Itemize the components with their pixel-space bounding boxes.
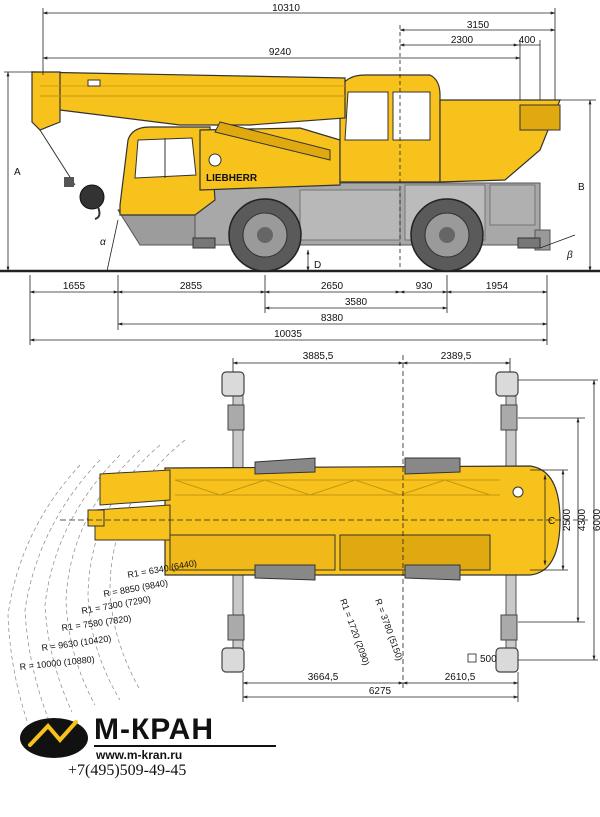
dim-1655: 1655 (63, 281, 86, 292)
dim-2389-5: 2389,5 (441, 351, 472, 362)
dim-3580: 3580 (345, 297, 368, 308)
logo-ellipse (20, 718, 88, 758)
dim-10035: 10035 (274, 329, 302, 340)
dim-4300: 4300 (577, 508, 588, 531)
dim-2650: 2650 (321, 281, 344, 292)
dim-3150: 3150 (467, 20, 490, 31)
hook-block (39, 129, 105, 220)
pad-square (467, 653, 477, 663)
side-bottom-dimensions (29, 275, 548, 345)
brand-rule (94, 745, 276, 747)
top-view-centerlines (60, 355, 590, 690)
angle-beta: β (566, 250, 573, 261)
side-view: LIEBHERR (0, 3, 600, 345)
wheel-front (228, 198, 302, 272)
mkran-logo: МК (20, 718, 88, 758)
dim-letter-d: D (314, 260, 321, 271)
angle-alpha: α (100, 237, 106, 248)
radius-label: R1 = 7580 (7820) (61, 613, 132, 633)
radius-label: R = 9630 (10420) (41, 633, 112, 653)
dim-letter-b: B (578, 182, 585, 193)
boom (31, 71, 346, 161)
radius-label: R1 = 7300 (7290) (81, 594, 152, 616)
website-link[interactable]: www.m-kran.ru (96, 748, 183, 762)
outrigger-rear (517, 237, 541, 249)
top-view-top-dimensions (232, 358, 511, 372)
dim-2500: 2500 (562, 508, 573, 531)
dim-930: 930 (416, 281, 433, 292)
top-view: 3885,5 2389,5 C 2500 4300 6000 500 (7, 351, 600, 725)
outrigger-front (192, 237, 216, 249)
dim-9240: 9240 (269, 47, 292, 58)
dim-1954: 1954 (486, 281, 509, 292)
radius-label-inner: R = 3780 (5150) (373, 597, 405, 662)
driver-cab (119, 126, 216, 216)
phone-number[interactable]: +7(495)509-49-45 (68, 762, 187, 779)
wheel-rear (410, 198, 484, 272)
top-view-bottom-dimensions (242, 672, 519, 702)
operator-cab (339, 74, 561, 183)
dim-6000: 6000 (592, 508, 600, 531)
dim-letter-a: A (14, 167, 21, 178)
brand-name: М-КРАН (94, 713, 214, 746)
dim-2610-5: 2610,5 (445, 672, 476, 683)
top-view-right-dimensions (518, 379, 598, 661)
logo-letters: МК (42, 739, 59, 751)
side-vertical-dimensions (4, 71, 596, 272)
dim-3664-5: 3664,5 (308, 672, 339, 683)
pad-label: 500 (480, 654, 497, 665)
dim-8380: 8380 (321, 313, 344, 324)
dim-400: 400 (519, 35, 536, 46)
dim-3885-5: 3885,5 (303, 351, 334, 362)
side-top-dimensions (42, 8, 556, 271)
radius-label: R1 = 6340 (6440) (127, 558, 198, 580)
dim-2855: 2855 (180, 281, 203, 292)
crane-body-top (87, 457, 561, 581)
dim-2300: 2300 (451, 35, 474, 46)
dim-10310: 10310 (272, 3, 300, 14)
logo-mark (28, 720, 78, 747)
dim-6275: 6275 (369, 686, 392, 697)
dim-letter-c: C (548, 516, 555, 527)
cab-brand-label: LIEBHERR (206, 173, 258, 184)
radius-label-inner: R1 = 1720 (2090) (338, 597, 371, 666)
